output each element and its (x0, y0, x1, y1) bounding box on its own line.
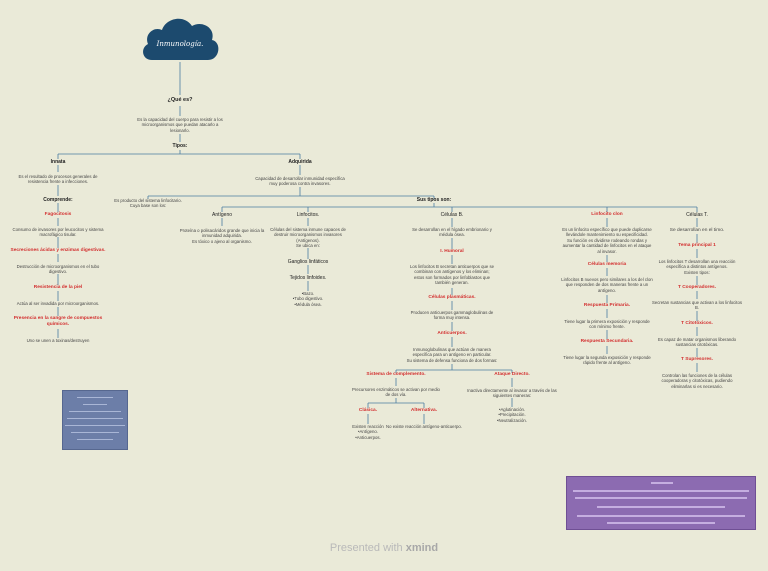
principal-desc: Los linfocitos T desarrollan una reacció… (658, 259, 736, 275)
clon-desc: Es un linfocito específico que puede dup… (562, 227, 652, 254)
anticuerpos-title[interactable]: Anticuerpos. (437, 331, 467, 336)
citotoxicos-title[interactable]: T Citotóxicos. (681, 321, 713, 326)
blurred-line (83, 404, 107, 406)
ataque-desc: Inactiva directamente al invasor a travé… (467, 388, 557, 399)
memoria-title[interactable]: Células memoria (587, 262, 627, 267)
blurred-line (77, 397, 113, 399)
citotoxicos-desc: Es capaz de matar organismos liberando s… (657, 337, 737, 348)
adquirida-title[interactable]: Adquirida (288, 159, 312, 165)
sus-tipos-heading[interactable]: Sus tipos son: (416, 197, 452, 203)
secundaria-desc: Tiene lugar la segunda exposición y resp… (563, 355, 651, 366)
blurred-line (607, 522, 715, 524)
piel-title[interactable]: Resistencia de la piel (33, 285, 83, 290)
origin-desc: Es producto del sistema linfocitario. Cu… (114, 198, 182, 209)
complemento-title[interactable]: Sistema de complemento. (366, 372, 426, 377)
linfocitos-desc: Células del sistema inmune capaces de de… (270, 227, 346, 249)
tejidos-title[interactable]: Tejidos linfoides. (289, 275, 327, 281)
antigeno-title[interactable]: Antígeno (211, 212, 233, 218)
definition-text: Es la capacidad del cuerpo para resistir… (137, 117, 223, 133)
celulas-t-title[interactable]: Células T. (686, 212, 708, 218)
primaria-title[interactable]: Respuesta Primaria. (583, 303, 631, 308)
root-topic[interactable]: Inmunología. (156, 40, 204, 48)
blurred-line (573, 490, 749, 492)
piel-desc: Actúa al ser invadida por microorganismo… (16, 301, 100, 306)
tejidos-list: •Bazo. •Tubo digestivo. •Médula ósea. (292, 291, 324, 307)
cooperadores-desc: Secretan sustancias que activan a los li… (651, 300, 743, 311)
innata-title[interactable]: Innata (50, 159, 66, 165)
cooperadores-title[interactable]: T Cooperadores. (677, 285, 717, 290)
presented-with-footer: Presented with xmind (0, 542, 768, 554)
cloud-shape (143, 18, 219, 60)
blurred-line (575, 497, 747, 499)
complemento-desc: Precursores enzimáticos se activan por m… (352, 387, 440, 398)
supresores-desc: Controlan las funciones de la células co… (661, 373, 733, 389)
primaria-desc: Tiene lugar la primera exposición y resp… (564, 319, 650, 330)
celulas-t-desc: Se desarrollan en el timo. (669, 228, 725, 233)
alterna-title[interactable]: Alternativa. (410, 408, 438, 413)
clasica-title[interactable]: Clásica. (358, 408, 378, 413)
supresores-title[interactable]: T Supresores. (681, 357, 713, 362)
plasmaticas-title[interactable]: Células plasmáticas. (428, 295, 476, 300)
question-heading[interactable]: ¿Qué es? (167, 97, 193, 103)
ataque-title[interactable]: Ataque Directo. (494, 372, 530, 377)
secreciones-title[interactable]: Secreciones ácidas y enzimas digestivas. (10, 248, 106, 253)
footer-brand: xmind (405, 542, 439, 554)
ataque-list: •Aglutinación. •Precipitación. •Neutrali… (497, 407, 527, 423)
adquirida-desc: Capacidad de desarrollar inmunidad espec… (255, 176, 345, 187)
blurred-line (597, 506, 725, 508)
humoral-desc: Los linfocitos B secretan anticuerpos qu… (409, 264, 495, 286)
blurred-line (67, 418, 123, 420)
fagocitosis-desc: Consumo de invasores por leucocitos y si… (12, 227, 104, 238)
secundaria-title[interactable]: Respuesta Secundaria. (580, 339, 634, 344)
notes-box-blue[interactable] (62, 390, 128, 450)
ganglios-title[interactable]: Ganglios linfáticos (287, 259, 329, 265)
notes-box-purple[interactable] (566, 476, 756, 530)
blurred-line (577, 515, 745, 517)
tipos-heading[interactable]: Tipos: (172, 143, 188, 149)
fagocitosis-title[interactable]: Fagocitosis (44, 212, 72, 217)
alterna-desc: No existe reacción antígeno-anticuerpo. (386, 424, 462, 429)
celulas-b-desc: Se desarrollan en el hígado embrionario … (412, 227, 492, 238)
footer-presented: Presented with (329, 542, 403, 554)
antigeno-desc: Proteína o polisacáridos grande que inic… (179, 228, 265, 244)
sangre-desc: Uno se unen a toxinas/destruyen (26, 338, 90, 343)
linfocitos-title[interactable]: Linfocitos. (296, 212, 320, 218)
anticuerpos-desc: Inmunoglobulinas que actúan de manera es… (406, 347, 498, 363)
blurred-line (77, 439, 113, 441)
blurred-line (65, 425, 125, 427)
principal-title[interactable]: Tema principal 1 (678, 243, 716, 248)
plasmaticas-desc: Producen anticuerpos gammaglobulinas de … (410, 310, 494, 321)
blurred-line (71, 432, 119, 434)
innata-desc: Es el resultado de procesos generales de… (18, 174, 98, 185)
sangre-title[interactable]: Presencia en la sangre de compuestos quí… (13, 316, 103, 327)
clasica-desc: Existen reacción •Antígeno. •Anticuerpos… (352, 424, 384, 440)
clon-title[interactable]: Linfocito clon (591, 212, 623, 217)
humoral-title[interactable]: I. Humoral (440, 249, 464, 254)
blurred-line (69, 411, 121, 413)
celulas-b-title[interactable]: Células B. (440, 212, 464, 218)
memoria-desc: Linfocitos B nuevos pero similares a los… (561, 277, 653, 293)
comprende-heading[interactable]: Comprende: (43, 197, 73, 203)
secreciones-desc: Destrucción de microorganismos en el tub… (16, 264, 100, 275)
blurred-line (651, 482, 673, 484)
